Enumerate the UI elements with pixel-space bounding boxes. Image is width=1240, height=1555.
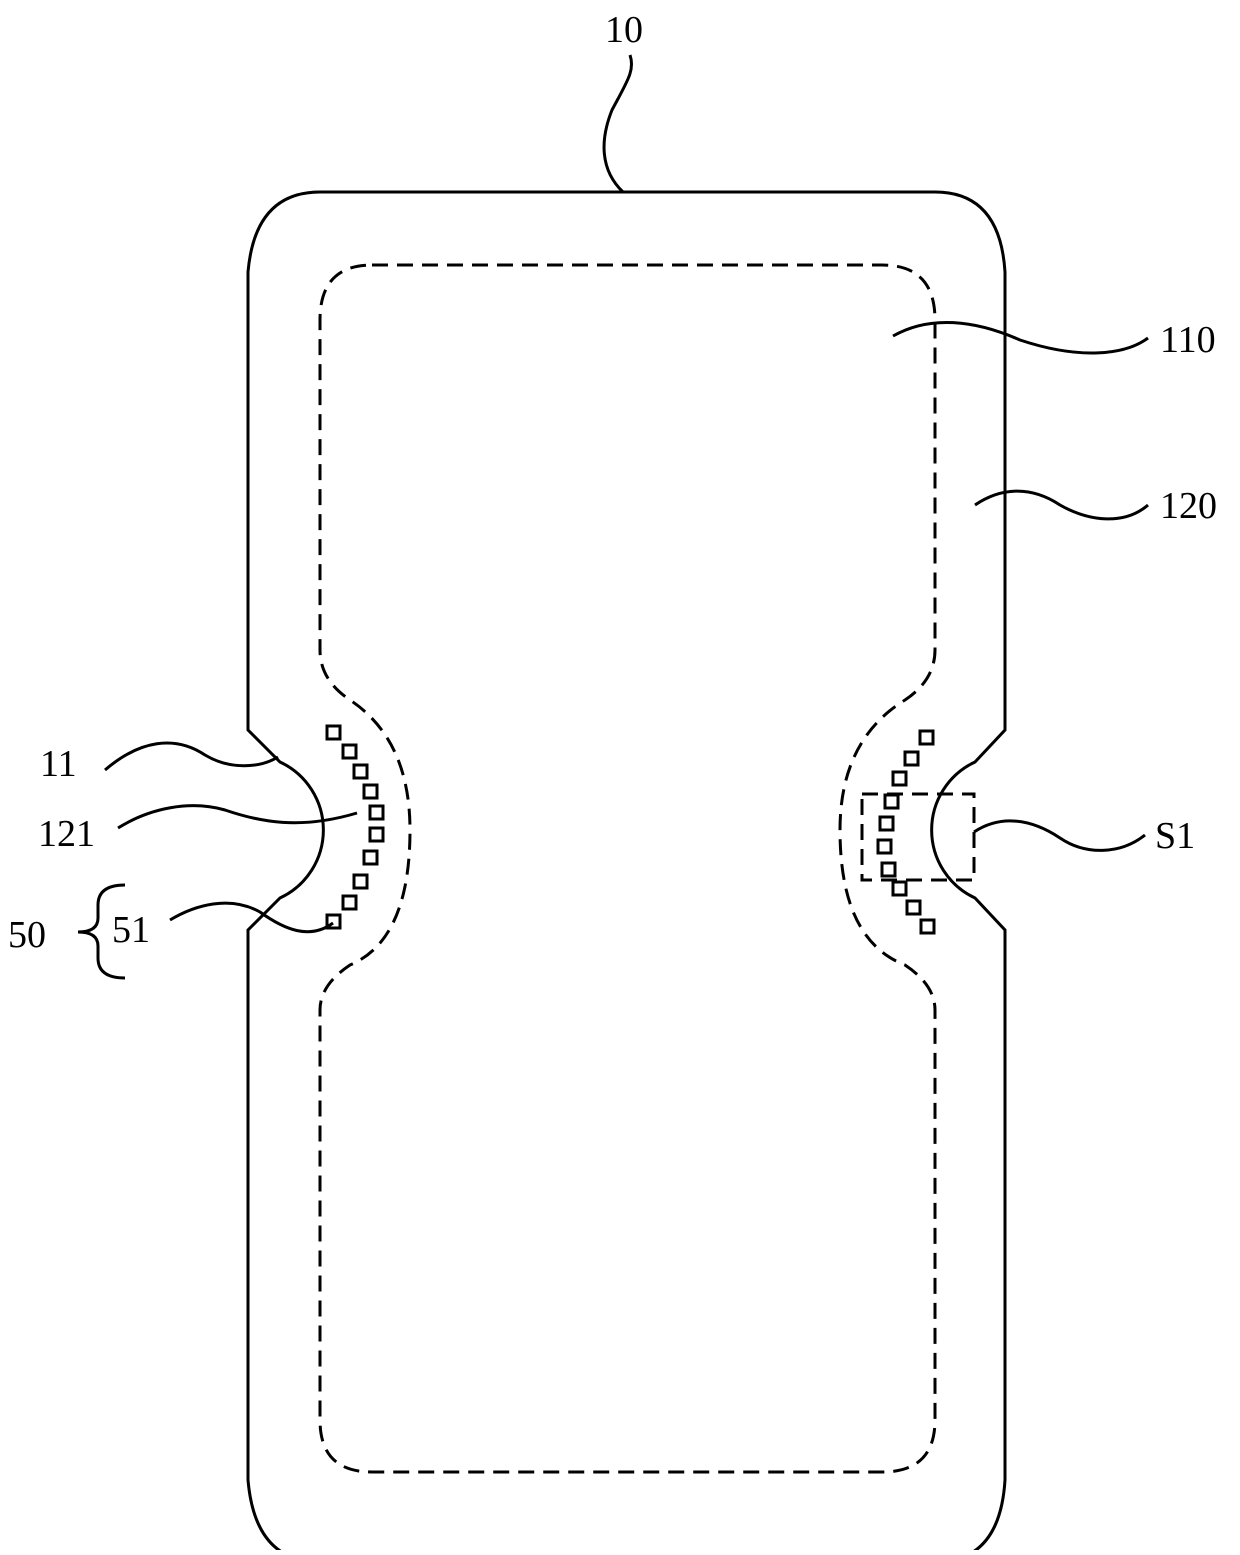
element-square — [921, 920, 934, 933]
right-element-array — [878, 731, 934, 933]
label-11: 11 — [40, 743, 77, 785]
element-square — [920, 731, 933, 744]
label-s1: S1 — [1155, 815, 1195, 857]
element-square — [905, 752, 918, 765]
label-120: 120 — [1160, 485, 1217, 527]
element-square — [370, 828, 383, 841]
leader-s1 — [974, 821, 1145, 850]
element-square — [327, 726, 340, 739]
element-square — [893, 882, 906, 895]
label-51: 51 — [112, 909, 150, 951]
element-square — [354, 765, 367, 778]
leader-11 — [105, 743, 278, 770]
leader-120 — [975, 491, 1148, 519]
element-square — [878, 840, 891, 853]
label-110: 110 — [1160, 319, 1216, 361]
element-square — [907, 901, 920, 914]
element-square — [364, 851, 377, 864]
element-square — [354, 875, 367, 888]
leader-10 — [604, 55, 632, 192]
leader-110 — [893, 322, 1148, 353]
element-square — [882, 863, 895, 876]
element-square — [343, 745, 356, 758]
label-10: 10 — [605, 9, 643, 51]
element-square — [364, 785, 377, 798]
element-square — [880, 817, 893, 830]
label-50: 50 — [8, 914, 46, 956]
element-square — [370, 806, 383, 819]
element-square — [343, 896, 356, 909]
detail-box-s1 — [862, 794, 974, 880]
label-121: 121 — [38, 813, 95, 855]
element-square — [885, 795, 898, 808]
left-element-array — [327, 726, 383, 928]
panel-outline — [248, 192, 1005, 1550]
display-area-outline — [320, 265, 935, 1472]
element-square — [893, 772, 906, 785]
